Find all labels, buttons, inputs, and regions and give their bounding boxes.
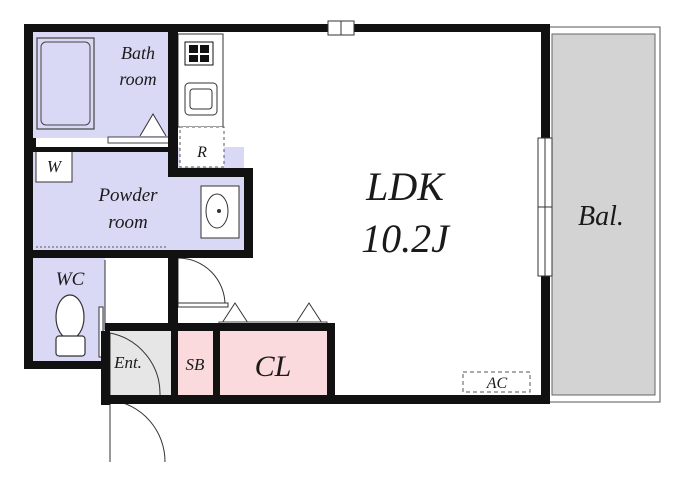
closet-door-marker-2 (295, 302, 323, 324)
washer-label: W (47, 157, 63, 176)
bath-room-label-2: room (119, 69, 156, 89)
closet-label: CL (255, 350, 292, 383)
powder-room-label-1: Powder (97, 185, 158, 206)
balcony (546, 26, 661, 403)
bath-door-marker (139, 113, 167, 137)
entrance-label: Ent. (113, 353, 142, 372)
kitchen-counter (177, 33, 224, 128)
wc-label: WC (56, 269, 85, 290)
wash-basin (200, 185, 240, 239)
closet-fill (219, 331, 327, 395)
kitchen-sink (184, 82, 218, 116)
fridge-space (179, 126, 225, 168)
toilet (55, 294, 86, 357)
shoe-box-label: SB (186, 355, 206, 374)
air-conditioner-label: AC (486, 375, 508, 392)
fridge-label: R (196, 144, 207, 161)
shoe-box-fill (177, 331, 213, 395)
ldk-label: LDK (365, 164, 446, 209)
air-conditioner (462, 371, 531, 393)
balcony-label: Bal. (578, 201, 624, 232)
bath-room-label-1: Bath (121, 43, 155, 63)
powder-room-label-2: room (108, 212, 147, 233)
ldk-size-label: 10.2J (361, 216, 451, 261)
windows (327, 20, 553, 277)
entrance-fill (108, 331, 171, 395)
closet-door-marker-1 (221, 302, 249, 324)
bathtub (36, 37, 95, 130)
washer-space (35, 147, 73, 183)
